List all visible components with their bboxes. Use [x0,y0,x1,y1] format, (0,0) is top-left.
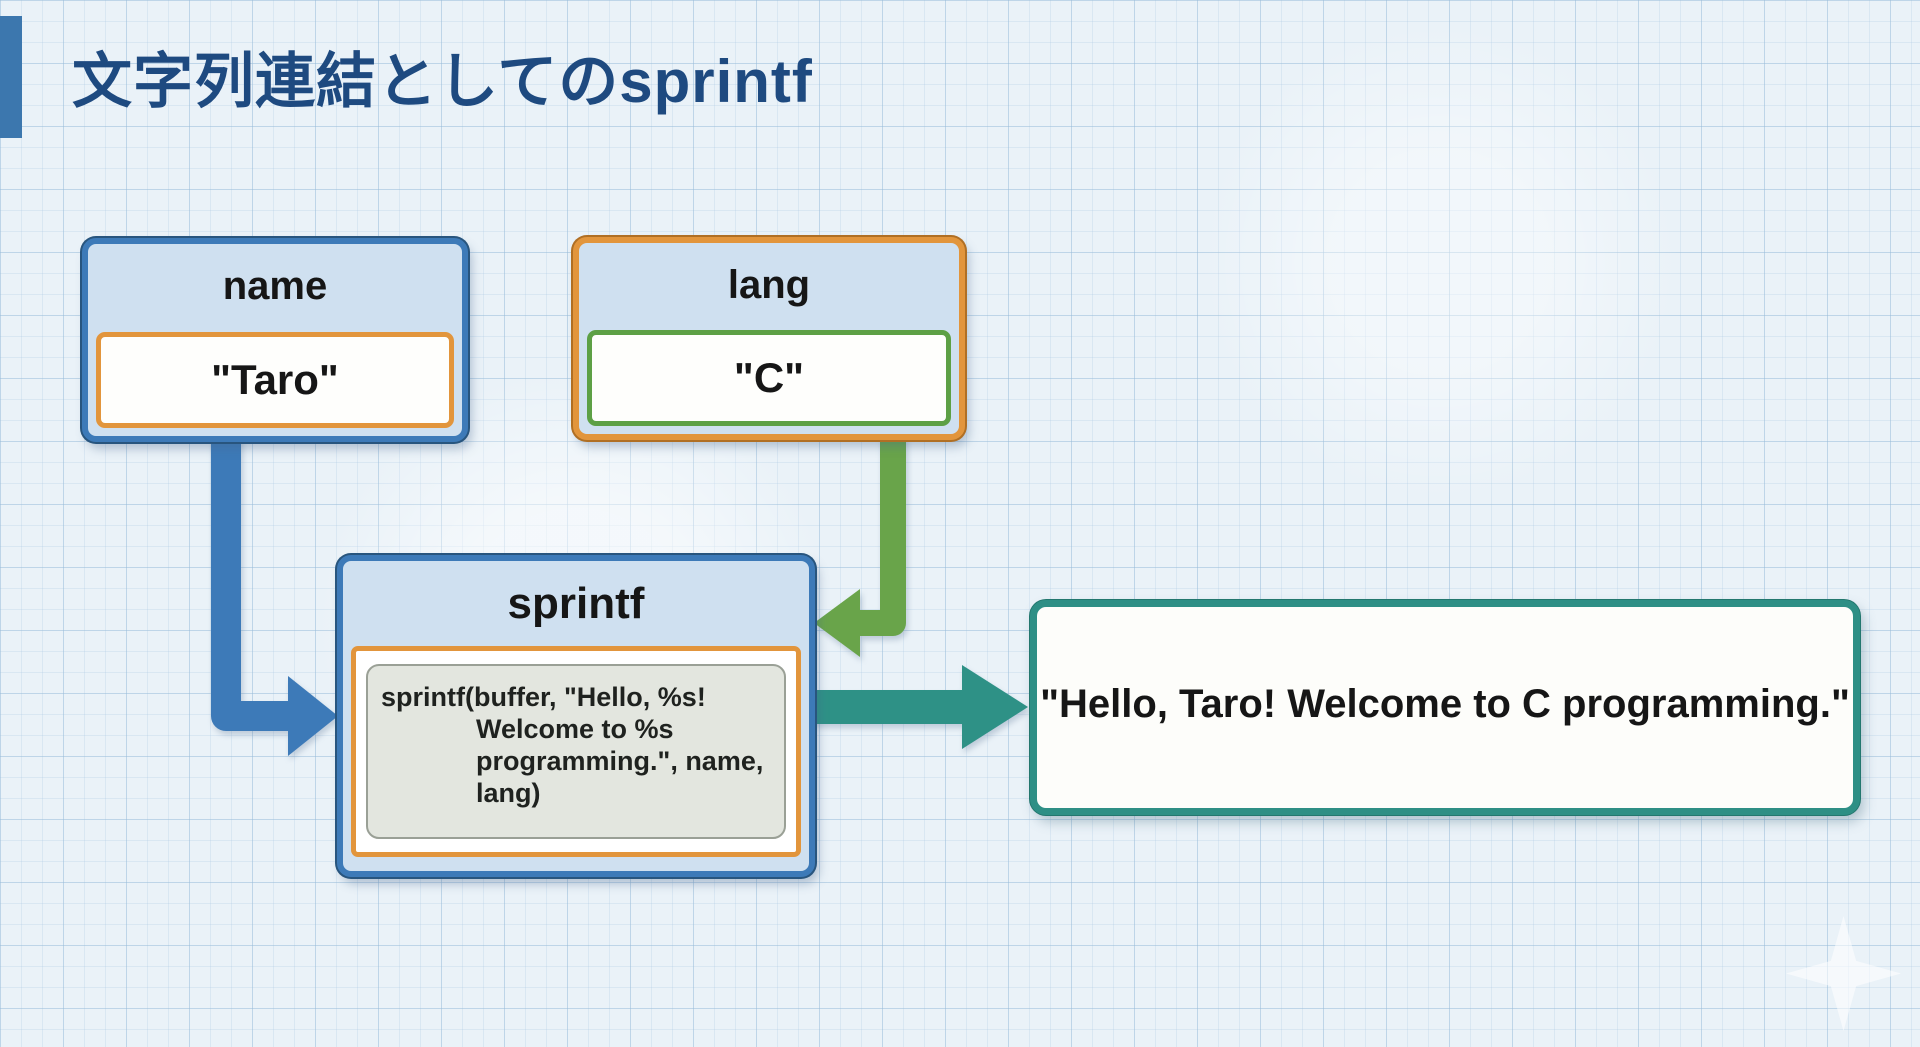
code-line: lang) [476,778,541,808]
sprintf-inner-panel: sprintf(buffer, "Hello, %s! Welcome to %… [351,646,801,857]
arrow-sprintf-to-output [810,665,1028,749]
lang-box-label: lang [727,262,811,307]
lang-variable-box: lang "C" [573,237,965,440]
lang-box-value: "C" [587,330,951,426]
code-line: Welcome to %s [476,714,674,744]
sprintf-function-box: sprintf sprintf(buffer, "Hello, %s! Welc… [337,555,815,877]
code-line: programming.", name, [476,746,764,776]
title-accent-bar [0,16,22,138]
output-result-text: "Hello, Taro! Welcome to C programming." [1040,682,1850,726]
name-variable-box: name "Taro" [82,238,468,442]
output-result-box: "Hello, Taro! Welcome to C programming." [1030,600,1860,815]
sprintf-code-box: sprintf(buffer, "Hello, %s! Welcome to %… [366,664,786,839]
name-box-value: "Taro" [96,332,454,428]
sprintf-box-label: sprintf [507,579,645,628]
arrow-lang-to-sprintf [814,434,906,657]
page-title: 文字列連結としてのsprintf [72,48,813,115]
code-line: sprintf(buffer, "Hello, %s! [381,682,706,712]
name-box-label: name [222,263,328,308]
arrow-name-to-sprintf [211,436,338,756]
